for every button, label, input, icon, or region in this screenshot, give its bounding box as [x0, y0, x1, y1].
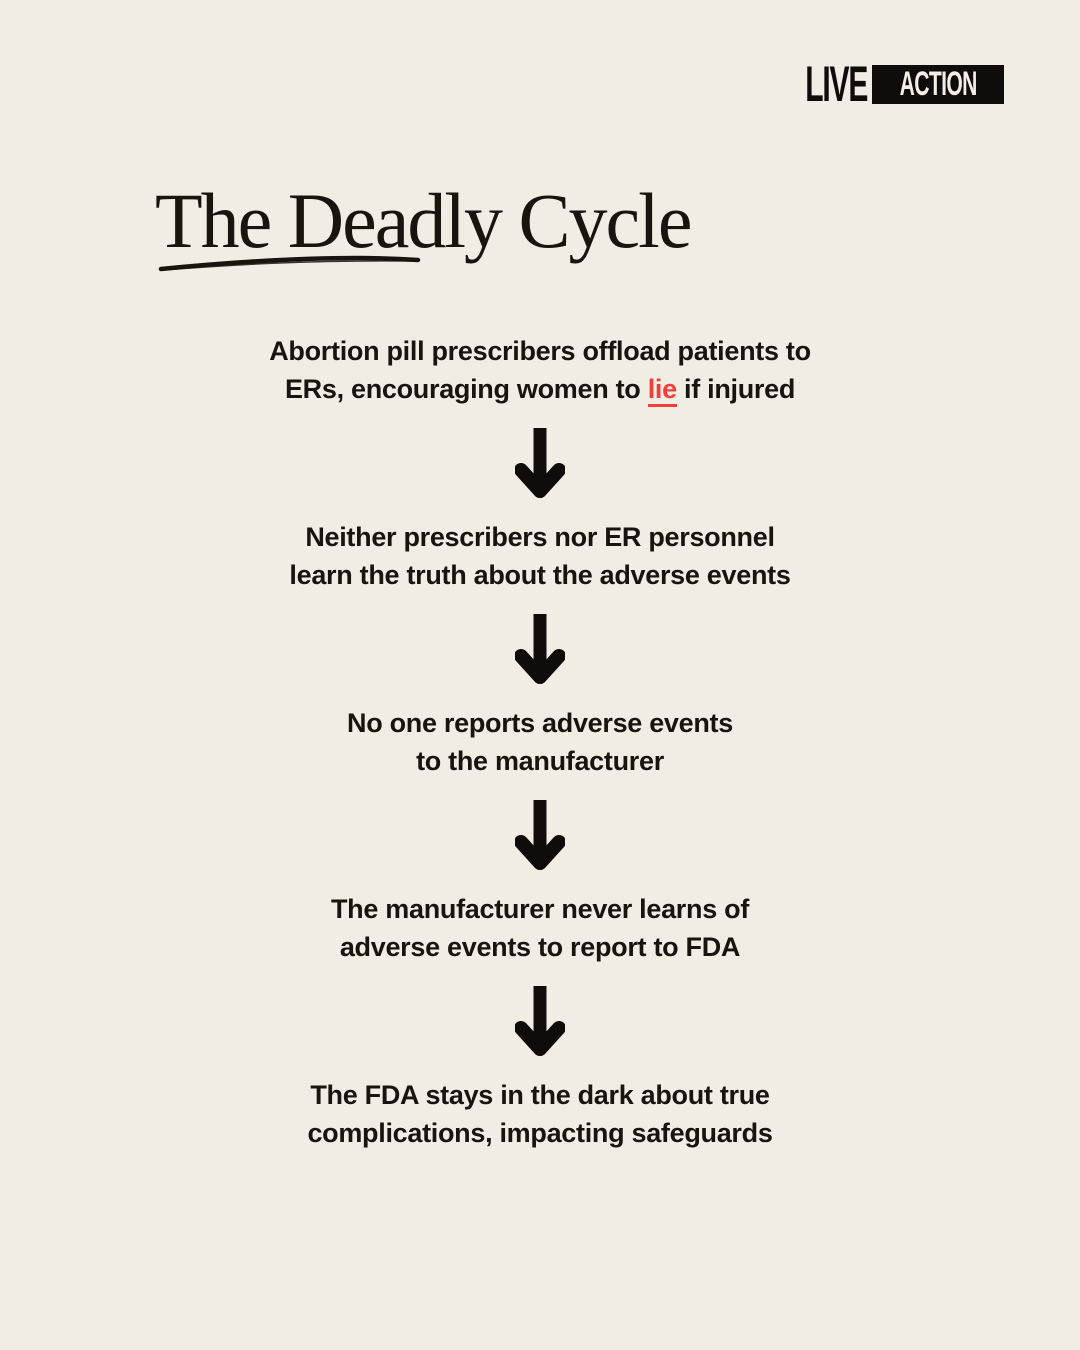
flow-step-4: The manufacturer never learns of adverse… — [331, 890, 749, 966]
down-arrow-icon — [515, 428, 565, 498]
step-text-after: if injured — [676, 374, 796, 404]
step-line: complications, impacting safeguards — [307, 1118, 773, 1148]
flow-step-2: Neither prescribers nor ER personnel lea… — [289, 518, 790, 594]
step-line: learn the truth about the adverse events — [289, 560, 791, 590]
down-arrow-icon — [515, 800, 565, 870]
down-arrow-icon — [515, 614, 565, 684]
logo-live-text: LIVE — [804, 56, 868, 112]
logo-action-text: ACTION — [899, 64, 977, 103]
step-line: Abortion pill prescribers offload patien… — [269, 336, 811, 366]
step-line: to the manufacturer — [416, 746, 664, 776]
step-line: The manufacturer never learns of — [330, 894, 750, 924]
lie-emphasis-text: lie — [647, 374, 677, 407]
step-line: ERs, encouraging women to lie if injured — [269, 370, 811, 408]
flow-step-1: Abortion pill prescribers offload patien… — [269, 332, 811, 408]
down-arrow-icon — [515, 986, 565, 1056]
live-action-logo: LIVE ACTION — [764, 56, 1004, 112]
flow-step-3: No one reports adverse events to the man… — [347, 704, 733, 780]
step-line: The FDA stays in the dark about true — [310, 1080, 770, 1110]
title-underline-stroke — [158, 255, 421, 272]
step-line: adverse events to report to FDA — [339, 932, 741, 962]
page-title: The Deadly Cycle — [155, 177, 692, 264]
flow-step-5: The FDA stays in the dark about true com… — [307, 1076, 772, 1152]
step-text-before: ERs, encouraging women to — [284, 374, 648, 404]
step-line: Neither prescribers nor ER personnel — [305, 522, 775, 552]
flow-diagram: Abortion pill prescribers offload patien… — [0, 332, 1080, 1152]
logo-action-badge: ACTION — [871, 64, 1004, 104]
step-line: No one reports adverse events — [347, 708, 733, 738]
